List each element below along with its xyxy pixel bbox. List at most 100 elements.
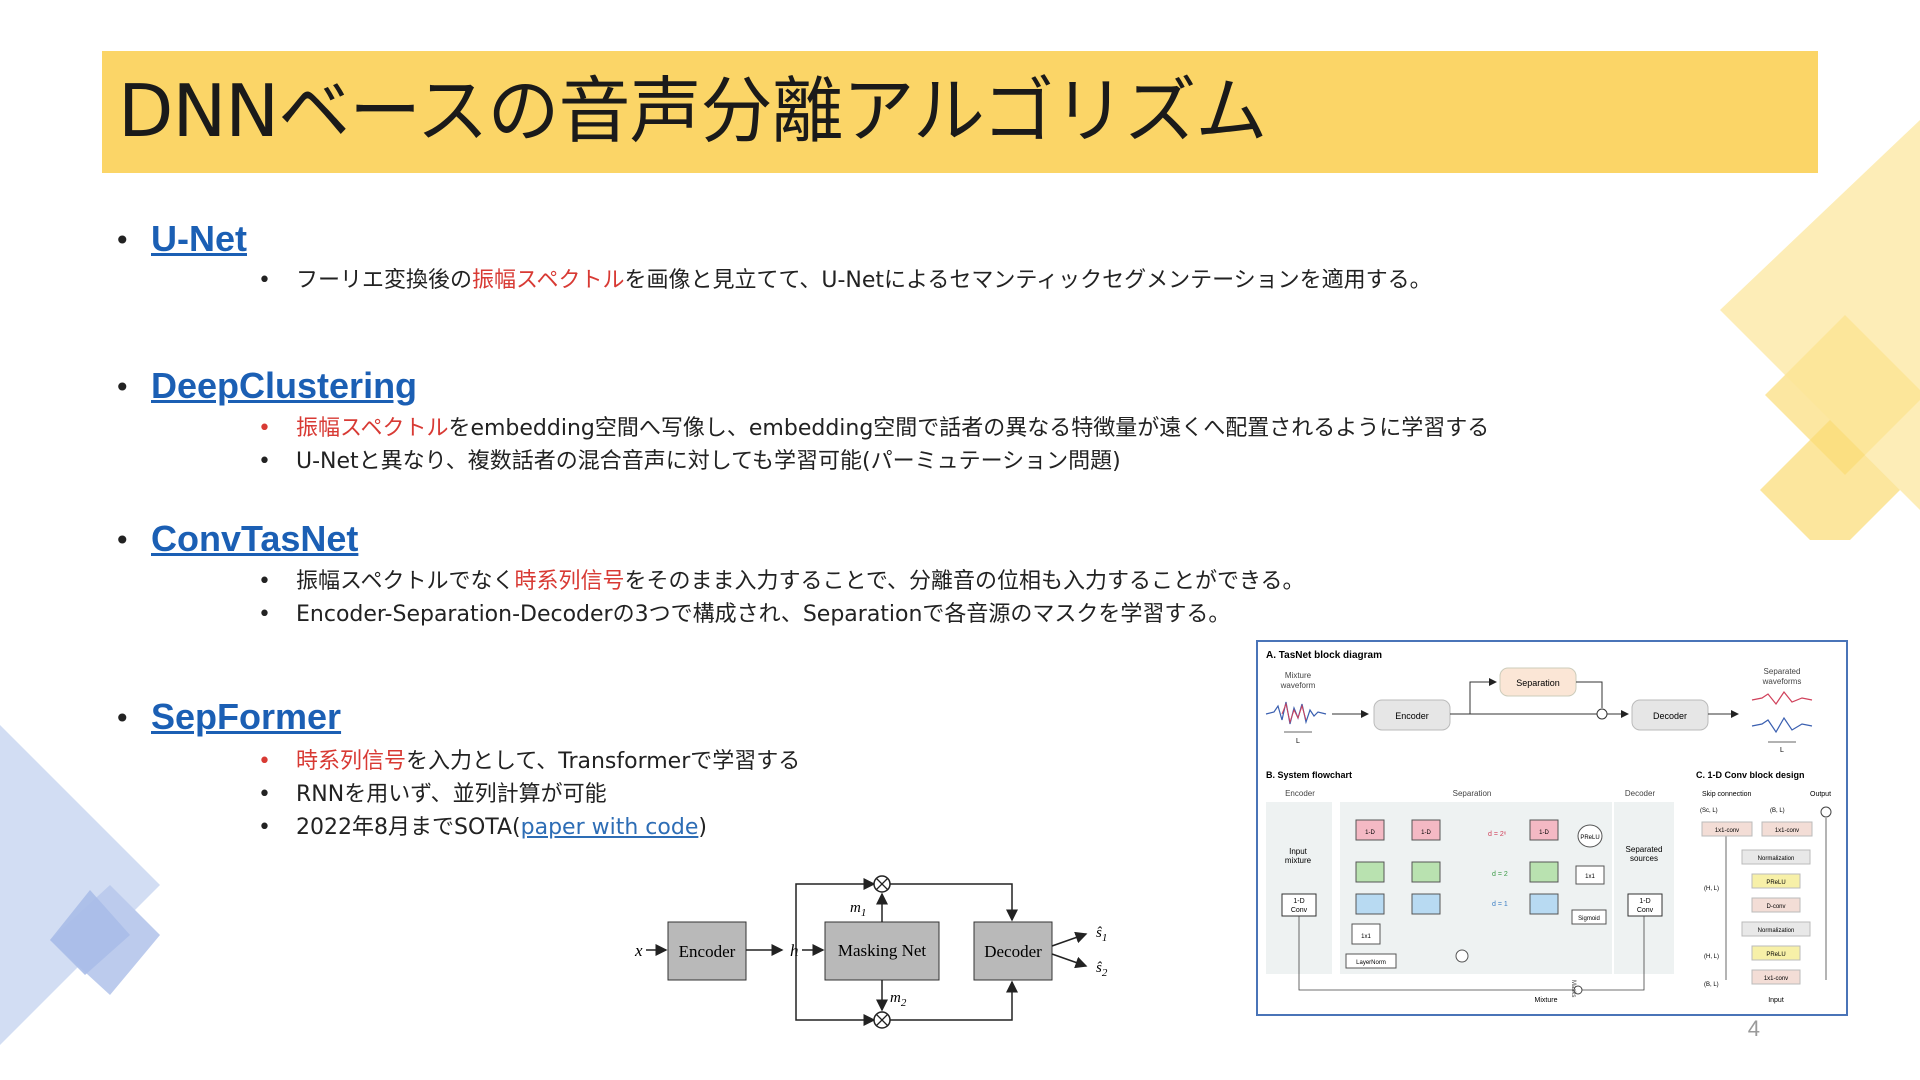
tasnet-encoder-label: Encoder — [1395, 711, 1429, 721]
conv-label: 1-D — [1421, 830, 1431, 836]
text-span: ) — [698, 815, 707, 840]
paper-with-code-link[interactable]: paper with code — [520, 815, 699, 840]
tasnet-decoder-block — [1631, 699, 1709, 731]
text-span: フーリエ変換後の — [296, 268, 473, 293]
text-span: を入力として、Transformerで学習する — [406, 749, 801, 774]
sepformer-h-label: h — [790, 941, 799, 960]
sub-bullet-dot: • — [258, 782, 271, 807]
masks-label: Masks — [1570, 980, 1576, 997]
tasnet-decoder-label: Decoder — [1653, 711, 1687, 721]
sepformer-input-label: x — [634, 941, 643, 960]
separated-label-1: Separated — [1764, 667, 1801, 676]
title-bar: DNNベースの音声分離アルゴリズム — [102, 51, 1818, 173]
heading-sepformer-link[interactable]: SepFormer — [151, 696, 342, 737]
bullet-sepformer-3: •2022年8月までSOTA(paper with code) — [258, 812, 707, 844]
bullet-sepformer-1: •時系列信号を入力として、Transformerで学習する — [258, 746, 800, 778]
conv-label: 1-D — [1639, 898, 1650, 905]
bullet-deepclustering-2: • U-Netと異なり、複数話者の混合音声に対しても学習可能(パーミュテーション問… — [258, 446, 1121, 478]
text-span: 振幅スペクトルでなく — [296, 569, 515, 594]
sepformer-mask2-label: m2 — [890, 990, 907, 1009]
sepformer-masking-label: Masking Net — [838, 941, 927, 960]
conv-label: Conv — [1637, 907, 1654, 914]
output-label: Output — [1810, 791, 1831, 798]
conv-block-label: 1x1-conv — [1775, 828, 1799, 834]
text-span: をembedding空間へ写像し、embedding空間で話者の異なる特徴量が遠… — [448, 416, 1490, 441]
prelu-label: PReLU — [1580, 835, 1599, 841]
conv-block-label: PReLU — [1766, 880, 1785, 886]
c-input-label: Input — [1768, 997, 1784, 1004]
col-decoder-label: Decoder — [1625, 789, 1656, 798]
col-separation-label: Separation — [1453, 789, 1492, 798]
conv-label: 1-D — [1539, 830, 1549, 836]
decor-blue-diamonds — [0, 725, 160, 1045]
dilation-label-3: d = 1 — [1492, 901, 1508, 908]
sepformer-out2-label: ŝ2 — [1096, 960, 1108, 979]
separated-sources-label-2: sources — [1630, 854, 1658, 863]
sepformer-mask1-label: m1 — [850, 900, 866, 919]
conv-block-label: Normalization — [1758, 856, 1795, 862]
conv-label: 1-D — [1365, 830, 1375, 836]
bullet-unet-1: • フーリエ変換後の振幅スペクトルを画像と見立てて、U-Netによるセマンティック… — [258, 265, 1432, 297]
sub-bullet-dot: • — [258, 268, 271, 293]
slide-title: DNNベースの音声分離アルゴリズム — [118, 69, 1267, 153]
conv-block-label: PReLU — [1766, 952, 1785, 958]
conv-stack — [1345, 819, 1607, 969]
bullet-deepclustering-1: • 振幅スペクトルをembedding空間へ写像し、embedding空間で話者の… — [258, 413, 1489, 445]
highlight-span: 時系列信号 — [296, 749, 407, 774]
length-label-2: L — [1780, 747, 1784, 754]
sepformer-decoder-block — [973, 921, 1053, 981]
col-encoder-label: Encoder — [1285, 789, 1315, 798]
text-span: U-Netと異なり、複数話者の混合音声に対しても学習可能(パーミュテーション問題… — [296, 449, 1121, 474]
sigmoid-label: Sigmoid — [1578, 916, 1600, 922]
conv-block-label: 1x1-conv — [1715, 828, 1739, 834]
conv-label: 1x1 — [1585, 874, 1595, 880]
sc-l-label: (Sc, L) — [1700, 808, 1718, 814]
bullet-convtasnet-2: • Encoder-Separation-Decoderの3つで構成され、Sepa… — [258, 599, 1230, 631]
panel-b-title: B. System flowchart — [1266, 770, 1352, 780]
highlight-span: 時系列信号 — [514, 569, 625, 594]
text-span: 2022年8月までSOTA( — [296, 815, 521, 840]
input-mixture-label-1: Input — [1289, 847, 1308, 856]
panel-c-title: C. 1-D Conv block design — [1696, 770, 1805, 780]
page-number: 4 — [1747, 1016, 1760, 1041]
bullet-dot: • — [114, 224, 131, 257]
panel-a-title: A. TasNet block diagram — [1266, 650, 1382, 661]
text-span: Encoder-Separation-Decoderの3つで構成され、Separ… — [296, 602, 1231, 627]
heading-unet-link[interactable]: U-Net — [151, 218, 247, 259]
sub-bullet-dot: • — [258, 449, 271, 474]
text-span: をそのまま入力することで、分離音の位相も入力することができる。 — [624, 569, 1305, 594]
conv-block-label: Normalization — [1758, 928, 1795, 934]
bl2-label: (B, L) — [1704, 982, 1719, 988]
heading-convtasnet-link[interactable]: ConvTasNet — [151, 518, 359, 559]
highlight-span: 振幅スペクトル — [472, 268, 625, 293]
decor-yellow-diamonds — [1720, 120, 1920, 540]
hl-label: (H, L) — [1704, 886, 1719, 892]
input-mixture-label-2: mixture — [1285, 856, 1312, 865]
conv-label: 1x1 — [1361, 934, 1371, 940]
sub-bullet-dot: • — [258, 602, 271, 627]
bl-label: (B, L) — [1770, 808, 1785, 814]
sub-bullet-dot: • — [258, 416, 271, 441]
sepformer-out1-label: ŝ1 — [1096, 925, 1107, 944]
mixture-label-1: Mixture — [1285, 671, 1312, 680]
highlight-span: 振幅スペクトル — [296, 416, 449, 441]
layernorm-label: LayerNorm — [1356, 960, 1386, 966]
conv-label: 1-D — [1293, 898, 1304, 905]
sepformer-masking-block — [824, 921, 940, 981]
sub-bullet-dot: • — [258, 569, 271, 594]
text-span: を画像と見立てて、U-Netによるセマンティックセグメンテーションを適用する。 — [624, 268, 1432, 293]
length-label: L — [1296, 738, 1300, 745]
skip-connection-label: Skip connection — [1702, 791, 1752, 798]
hl2-label: (H, L) — [1704, 954, 1719, 960]
separated-sources-label-1: Separated — [1626, 845, 1663, 854]
bullet-sepformer-2: • RNNを用いず、並列計算が可能 — [258, 779, 607, 811]
mixture-bottom-label: Mixture — [1535, 997, 1558, 1004]
tasnet-separation-label: Separation — [1516, 678, 1560, 688]
text-span: RNNを用いず、並列計算が可能 — [296, 782, 607, 807]
mixture-label-2: waveform — [1280, 681, 1316, 690]
sepformer-diagram: x Encoder h Masking Net m1 m2 Decoder ŝ1… — [634, 875, 1108, 1029]
bullet-convtasnet-1: • 振幅スペクトルでなく時系列信号をそのまま入力することで、分離音の位相も入力する… — [258, 566, 1305, 598]
conv-block-stack — [1701, 821, 1813, 985]
heading-deepclustering-link[interactable]: DeepClustering — [151, 365, 418, 406]
sepformer-encoder-label: Encoder — [679, 942, 736, 961]
